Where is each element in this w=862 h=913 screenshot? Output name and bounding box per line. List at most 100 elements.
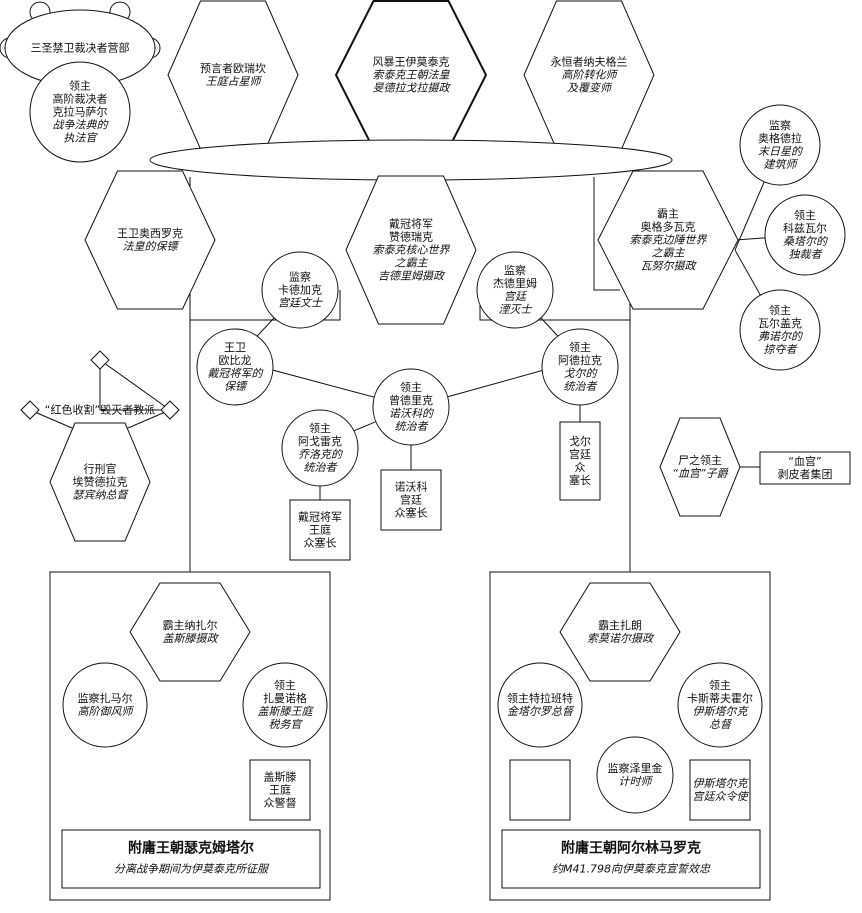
imotekh-text: 风暴王伊莫泰克 xyxy=(373,55,450,69)
sekhemtar-title-text: 分离战争期间为伊莫泰克所征服 xyxy=(114,863,270,876)
lord-of-corpses-text: 尸之领主 xyxy=(678,453,722,467)
overlord-nazhar-text: 盖斯滕摄政 xyxy=(163,632,220,645)
lord-kasfel-text: 卡斯蒂夫霍尔 xyxy=(687,692,753,705)
overseer-kardogak-text: 卡德加克 xyxy=(278,283,322,297)
sanctum-tribunal-text: 三圣禁卫裁决者营部 xyxy=(31,41,130,55)
lord-adrak-text: 统治者 xyxy=(564,380,599,393)
lord-zenrek-node xyxy=(372,368,450,446)
lord-zenrek-text: 统治者 xyxy=(395,420,430,433)
lord-kasfel-text: 总督 xyxy=(709,718,733,731)
overseer-jethrim-text: 监察 xyxy=(504,263,526,277)
lord-agrek-text: 乔洛克的 xyxy=(298,448,344,461)
obyron-court-text: 戴冠将军 xyxy=(298,510,342,524)
overseer-ogdobekh-text: 末日星的 xyxy=(758,145,804,158)
overlord-ogdovak-text: 之霸主 xyxy=(652,247,686,260)
lord-zenrek-text: 领主 xyxy=(400,381,422,394)
lord-kozra-node xyxy=(764,194,846,276)
overseer-kardogak-node xyxy=(261,251,339,329)
lord-tratrent-node xyxy=(497,662,583,748)
overseer-kardogak-text: 宫廷文士 xyxy=(278,297,323,310)
executioner-text: 瑟宾纳总督 xyxy=(73,489,130,502)
lord-adrak-text: 阿德拉克 xyxy=(558,353,602,367)
lord-tratrent-text: 金塔尔罗总督 xyxy=(507,705,575,718)
lord-kozra-text: 桑塔尔的 xyxy=(783,235,829,248)
gestenn-court-text: 盖斯滕 xyxy=(264,770,297,784)
sekhemtar-title-node xyxy=(61,829,321,889)
overlord-zakhon-node xyxy=(559,582,681,682)
gor-court-node xyxy=(559,421,601,501)
lord-kraltmasar-text: 领主 xyxy=(69,80,91,93)
overseer-kardogak-text: 监察 xyxy=(289,270,311,284)
royal-warden-obyron-text: 王卫 xyxy=(224,341,246,354)
gor-court-text: 戈尔 xyxy=(569,435,591,448)
imotekh-text: 旻德拉戈拉摄政 xyxy=(373,82,452,95)
arlimarok-title-text: 附庸王朝阿尔林马罗克 xyxy=(561,840,701,857)
obyron-general-node xyxy=(345,175,477,325)
decor-diamond xyxy=(160,400,180,420)
overlord-ogdovak-node xyxy=(597,170,739,310)
lord-valgus-node xyxy=(739,289,821,371)
lord-valgus-text: 瓦尔盖克 xyxy=(758,316,802,330)
overlord-ogdovak-text: 索泰克边陲世界 xyxy=(630,234,708,247)
overseer-jethrim-text: 宫廷 xyxy=(504,290,528,303)
sekhemtar-title-text: 附庸王朝瑟克姆塔尔 xyxy=(128,840,254,857)
lord-kasfel-node xyxy=(677,662,763,748)
overseer-jethrim-text: 杰德里姆 xyxy=(493,276,537,290)
lord-zamanog-text: 盖斯滕王庭 xyxy=(258,705,315,718)
royal-warden-obyron-text: 保镖 xyxy=(224,380,248,393)
blood-palace-text: “血宫” xyxy=(788,454,821,468)
lord-agrek-text: 阿戈雷克 xyxy=(298,435,342,448)
overlord-zakhon-text: 霸主扎朗 xyxy=(598,618,642,632)
istar-court-text: 伊斯塔尔克 xyxy=(693,777,750,790)
prophet-orikan-text: 王庭占星师 xyxy=(206,75,263,88)
connector-line xyxy=(99,359,172,411)
blood-palace-text: 剥皮者集团 xyxy=(778,467,833,481)
overlord-nazhar-text: 霸主纳扎尔 xyxy=(163,618,218,632)
lord-zenrek-text: 曾德里克 xyxy=(389,393,433,407)
overseer-zama-text: 监察扎马尔 xyxy=(78,691,133,705)
overseer-zama-node xyxy=(62,662,148,748)
arlimarok-title-text: 约M41.798向伊莫泰克宣誓效忠 xyxy=(552,863,711,876)
lord-kraltmasar-text: 执法官 xyxy=(64,132,99,145)
overseer-ogdobekh-text: 监察 xyxy=(769,118,791,132)
lord-adrak-text: 领主 xyxy=(569,341,591,354)
overlord-ogdovak-text: 霸主 xyxy=(657,208,679,221)
lord-valgus-text: 弗诺尔的 xyxy=(758,330,804,343)
overseer-ogdobekh-node xyxy=(739,104,821,186)
royal-warden-orsiroh-text: 王卫奥西罗克 xyxy=(117,226,183,240)
lord-adrak-text: 戈尔的 xyxy=(564,367,599,380)
lord-kasfel-text: 领主 xyxy=(709,679,731,692)
executioner-text: 行刑官 xyxy=(84,462,117,476)
obyron-court-node xyxy=(289,499,351,561)
obyron-court-text: 众塞长 xyxy=(304,536,337,550)
lord-zamanog-node xyxy=(242,662,328,748)
overlord-zakhon-text: 索莫诺尔摄政 xyxy=(587,632,655,645)
gor-court-text: 宫廷 xyxy=(569,447,591,461)
red-harvest-text: “红色收割”毁灭者教派 xyxy=(45,403,155,417)
lord-kraltmasar-text: 战争法典的 xyxy=(53,119,110,132)
obyron-general-text: 吉德里姆摄政 xyxy=(378,270,446,283)
lord-kraltmasar-node xyxy=(29,61,131,163)
novok-court-text: 众塞长 xyxy=(395,506,428,520)
lord-agrek-text: 统治者 xyxy=(304,461,339,474)
executioner-text: 埃赞德拉克 xyxy=(73,475,128,489)
overseer-zerikin-node xyxy=(596,736,674,814)
overlord-nazhar-node xyxy=(129,582,251,682)
istar-court-node xyxy=(689,759,751,821)
novok-court-node xyxy=(380,469,442,531)
blood-palace-node xyxy=(759,451,851,485)
empty-box-node xyxy=(509,759,571,821)
lord-tratrent-text: 领主特拉班特 xyxy=(507,691,573,705)
royal-warden-obyron-text: 戴冠将军的 xyxy=(208,367,265,380)
lord-of-corpses-node xyxy=(659,417,741,517)
obyron-general-text: 戴冠将军 xyxy=(389,217,433,231)
lord-of-corpses-text: “血宫”子爵 xyxy=(672,467,728,480)
royal-warden-obyron-text: 欧比龙 xyxy=(219,354,252,367)
lord-kraltmasar-text: 克拉马萨尔 xyxy=(53,105,108,119)
lord-adrak-node xyxy=(541,328,619,406)
prophet-orikan-text: 预言者欧瑞坎 xyxy=(200,61,266,75)
royal-warden-orsiroh-text: 法皇的保镖 xyxy=(123,240,180,253)
obyron-general-text: 赞德瑞克 xyxy=(389,230,433,244)
obyron-court-text: 王庭 xyxy=(309,523,331,537)
